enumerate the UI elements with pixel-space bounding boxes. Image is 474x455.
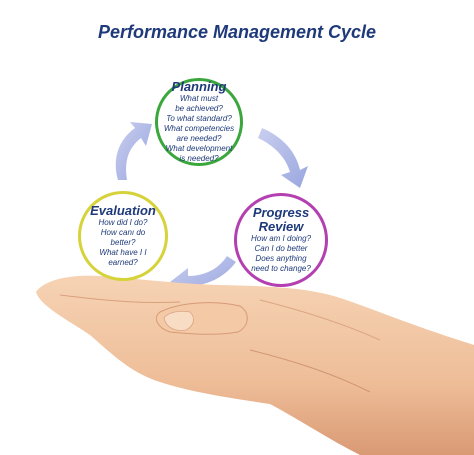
node-planning-line: is needed? bbox=[179, 154, 219, 163]
node-planning-line: be achieved? bbox=[175, 104, 223, 113]
node-progress-review-line: Does anything bbox=[255, 254, 307, 263]
node-planning-line: are needed? bbox=[176, 134, 222, 143]
node-evaluation-line: better? bbox=[110, 238, 136, 247]
hand-image bbox=[36, 275, 474, 455]
node-progress-review-line: How am I doing? bbox=[250, 234, 312, 243]
node-progress-review-line: Can I do better bbox=[254, 244, 308, 253]
node-evaluation-line: earned? bbox=[108, 258, 138, 267]
node-evaluation: Evaluation How did I do? How canı do bet… bbox=[78, 191, 168, 281]
node-evaluation-line: How canı do bbox=[100, 228, 146, 237]
node-evaluation-line: What have I I bbox=[99, 248, 147, 257]
node-evaluation-title: Evaluation bbox=[90, 203, 156, 218]
page-title: Performance Management Cycle bbox=[97, 22, 377, 42]
node-progress-review-title: Progress bbox=[252, 205, 310, 220]
node-progress-review-title: Review bbox=[258, 219, 304, 234]
node-planning-line: What must bbox=[179, 94, 219, 103]
node-evaluation-line: How did I do? bbox=[98, 218, 148, 227]
node-planning-line: What development bbox=[165, 144, 233, 153]
node-planning: Planning What must be achieved? To what … bbox=[155, 78, 243, 166]
cycle-arrow-evaluation-to-planning bbox=[115, 122, 152, 180]
cycle-arrow-planning-to-progress bbox=[258, 128, 308, 188]
node-progress-review: Progress Review How am I doing? Can I do… bbox=[234, 193, 328, 287]
node-progress-review-line: need to change? bbox=[251, 264, 311, 273]
node-planning-line: What competencies bbox=[163, 124, 235, 133]
node-planning-title: Planning bbox=[171, 79, 227, 94]
node-planning-line: To what standard? bbox=[166, 114, 232, 123]
